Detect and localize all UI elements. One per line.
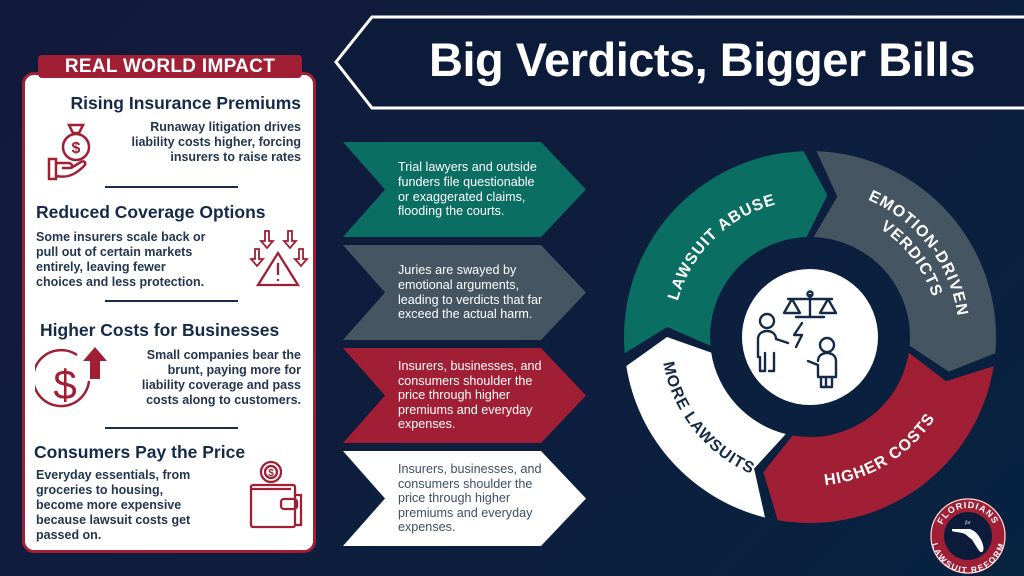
florida-map-icon [952,529,984,553]
cycle-segment-lawsuit-abuse [623,151,828,354]
money-bag-hand-icon: $ [47,123,91,181]
real-world-impact-badge: REAL WORLD IMPACT [38,55,302,78]
svg-text:$: $ [72,140,81,157]
step-text: Juries are swayed by emotional arguments… [398,263,543,322]
impact-heading: Consumers Pay the Price [34,442,246,462]
logo-middle-text: for [965,521,971,526]
dollar-up-arrow-icon: $ [35,347,107,408]
step-text: Trial lawyers and outside funders file q… [398,160,537,219]
impact-body: Small companies bear the brunt, paying m… [141,348,301,407]
impact-heading: Reduced Coverage Options [36,202,266,222]
svg-text:$: $ [268,468,274,479]
page-title: Big Verdicts, Bigger Bills [429,33,975,86]
impact-body: Some insurers scale back or pull out of … [36,230,206,289]
jury-dispute-scales-icon [756,290,838,389]
floridians-for-lawsuit-reform-logo: FLORIDIANS LAWSUIT REFORM for [929,498,1006,576]
step-more-lawsuits: Insurers, businesses, and consumers shou… [343,451,586,546]
step-lawsuit-abuse: Trial lawyers and outside funders file q… [343,142,586,237]
impact-panel: Rising Insurance Premiums $ Runaway liti… [22,72,316,553]
svg-text:$: $ [53,361,76,408]
divider [105,186,238,188]
impact-body: Runaway litigation drives liability cost… [131,120,301,164]
impact-heading: Rising Insurance Premiums [70,93,302,113]
step-emotion-driven-verdicts: Juries are swayed by emotional arguments… [343,245,586,340]
cycle-segment-emotion-driven-verdicts [813,151,997,372]
step-text: Insurers, businesses, and consumers shou… [398,462,542,535]
title-banner-frame [334,15,1024,110]
step-text: Insurers, businesses, and consumers shou… [398,359,542,432]
cycle-segment-more-lawsuits [626,337,786,518]
divider [105,300,238,302]
impact-body: Everyday essentials, from groceries to h… [36,468,191,542]
impact-heading: Higher Costs for Businesses [40,320,280,340]
chevron-shape [343,348,586,443]
chevron-shape [343,142,586,237]
chevron-shape [343,245,586,340]
step-higher-costs: Insurers, businesses, and consumers shou… [343,348,586,443]
warning-arrows-down-icon [249,230,309,287]
divider [105,427,238,429]
cycle-segment-higher-costs [763,352,994,524]
chevron-shape [343,451,586,546]
center-circle [742,269,878,405]
wallet-coin-icon: $ [249,460,303,529]
